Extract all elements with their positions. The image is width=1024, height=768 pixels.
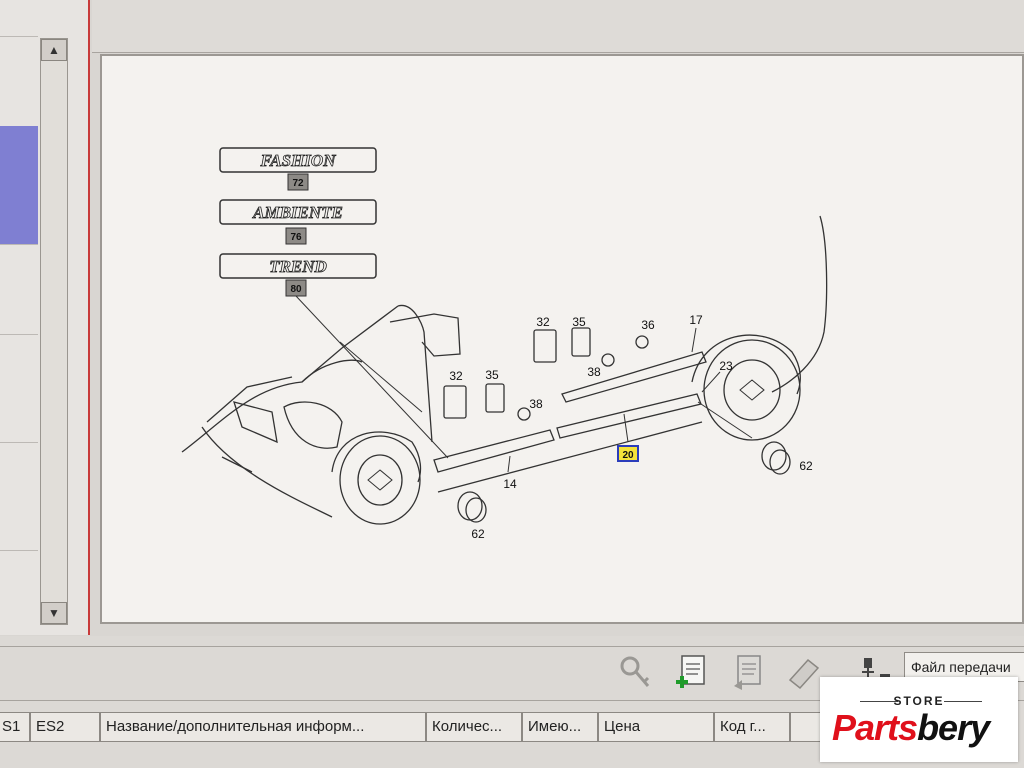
label-trend: TREND bbox=[269, 257, 327, 276]
label-ambiente: AMBIENTE bbox=[252, 203, 343, 222]
label-fashion: FASHION bbox=[260, 151, 337, 170]
divider bbox=[0, 700, 1024, 701]
logo-name: Partsbery bbox=[832, 707, 1022, 749]
logo-name-part1: Parts bbox=[832, 707, 918, 748]
list-row[interactable] bbox=[0, 0, 38, 37]
scroll-up-icon[interactable]: ▲ bbox=[41, 39, 67, 61]
parts-diagram-view[interactable]: FASHION AMBIENTE TREND 72 76 80 32 35 38… bbox=[100, 54, 1024, 624]
list-row[interactable] bbox=[0, 36, 38, 127]
callout-38-rear[interactable]: 38 bbox=[587, 365, 601, 379]
callout-35-front[interactable]: 35 bbox=[485, 368, 499, 382]
divider bbox=[0, 646, 1024, 647]
add-document-icon[interactable] bbox=[672, 652, 712, 692]
column-header-name[interactable]: Название/дополнительная информ... bbox=[100, 712, 426, 742]
callout-38-front[interactable]: 38 bbox=[529, 397, 543, 411]
logo-name-part2: bery bbox=[917, 707, 990, 748]
label-trend-ref: 80 bbox=[290, 284, 302, 295]
callout-17[interactable]: 17 bbox=[689, 313, 703, 327]
column-header-price[interactable]: Цена bbox=[598, 712, 714, 742]
callout-62-front[interactable]: 62 bbox=[471, 527, 485, 541]
column-header-quantity[interactable]: Количес... bbox=[426, 712, 522, 742]
list-row[interactable] bbox=[0, 442, 38, 551]
callout-14[interactable]: 14 bbox=[503, 477, 517, 491]
partsbery-logo: STORE Partsbery bbox=[820, 677, 1018, 762]
list-row[interactable] bbox=[0, 244, 38, 335]
list-row[interactable] bbox=[0, 334, 38, 443]
label-fashion-ref: 72 bbox=[292, 178, 304, 189]
key-tool-icon[interactable] bbox=[614, 652, 654, 692]
window-top-frame bbox=[92, 0, 1024, 53]
parts-diagram: FASHION AMBIENTE TREND 72 76 80 32 35 38… bbox=[181, 147, 828, 541]
callout-36[interactable]: 36 bbox=[641, 318, 655, 332]
scroll-down-icon[interactable]: ▼ bbox=[41, 602, 67, 624]
label-ambiente-ref: 76 bbox=[290, 232, 302, 243]
callout-62-rear[interactable]: 62 bbox=[799, 459, 813, 473]
column-header-s1[interactable]: S1 bbox=[0, 712, 30, 742]
export-document-icon[interactable] bbox=[728, 652, 768, 692]
callout-32-rear[interactable]: 32 bbox=[536, 315, 550, 329]
column-header-available[interactable]: Имею... bbox=[522, 712, 598, 742]
eraser-icon[interactable] bbox=[784, 652, 824, 692]
left-list-panel: ▲ ▼ bbox=[0, 0, 90, 635]
callout-20-highlighted[interactable]: 20 bbox=[622, 450, 634, 461]
logo-store-text: STORE bbox=[893, 694, 945, 708]
column-header-extra[interactable] bbox=[790, 712, 822, 742]
callout-35-rear[interactable]: 35 bbox=[572, 315, 586, 329]
callout-23[interactable]: 23 bbox=[719, 359, 733, 373]
callout-32-front[interactable]: 32 bbox=[449, 369, 463, 383]
list-row-selected[interactable] bbox=[0, 126, 38, 245]
vertical-scrollbar[interactable]: ▲ ▼ bbox=[40, 38, 68, 625]
column-header-es2[interactable]: ES2 bbox=[30, 712, 100, 742]
column-header-code[interactable]: Код г... bbox=[714, 712, 790, 742]
